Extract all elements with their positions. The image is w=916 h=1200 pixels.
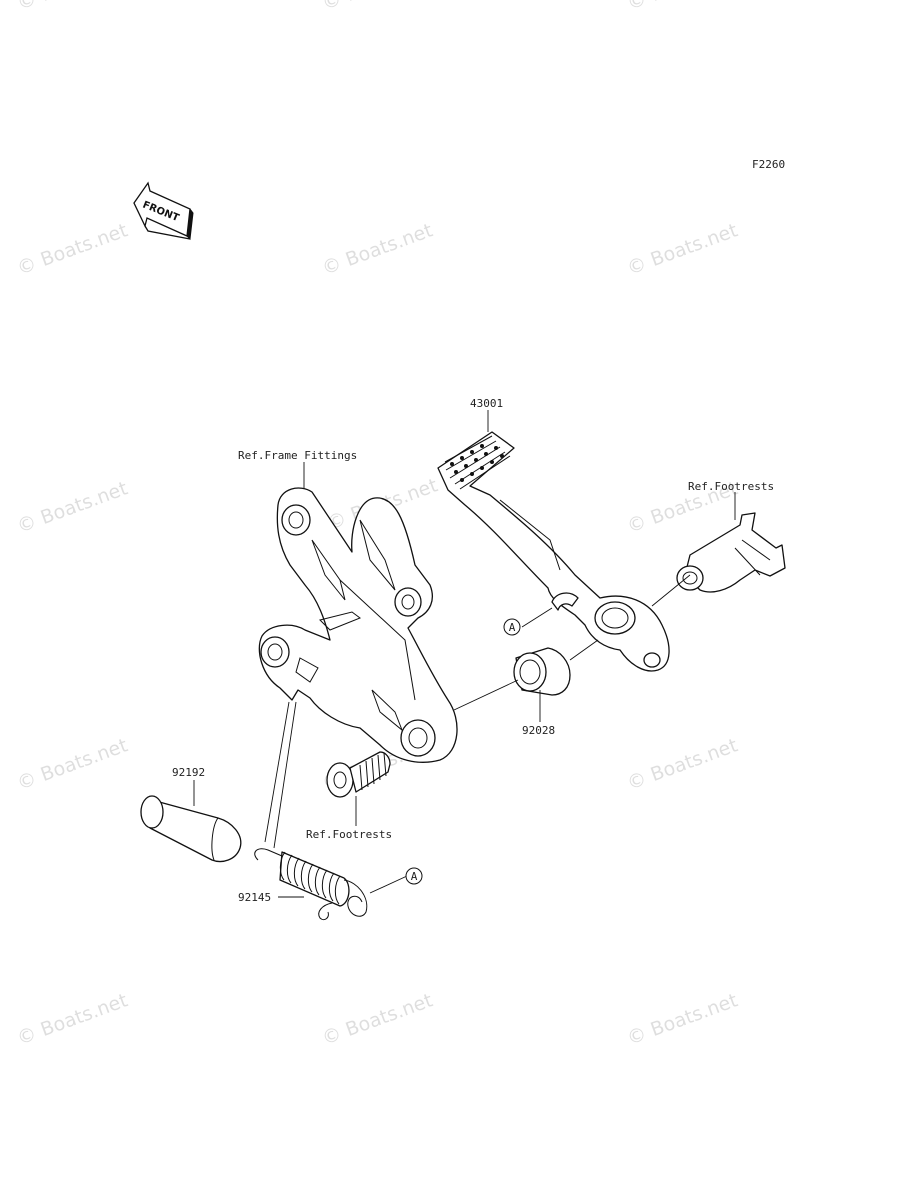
front-arrow-icon: FRONT bbox=[133, 181, 194, 241]
callout-92028: 92028 bbox=[522, 724, 555, 737]
collar bbox=[140, 795, 242, 863]
reference-marker-a-bottom: A bbox=[405, 867, 423, 885]
callout-ref-footrests-bottom: Ref.Footrests bbox=[306, 828, 392, 841]
watermark: © Boats.net bbox=[14, 219, 130, 279]
watermark: © Boats.net bbox=[624, 989, 740, 1049]
figure-code: F2260 bbox=[752, 158, 785, 171]
bushing bbox=[513, 647, 571, 696]
watermark: © Boats.net bbox=[14, 477, 130, 537]
watermark: © Boats.net bbox=[319, 219, 435, 279]
watermark: © Boats.net bbox=[624, 734, 740, 794]
pedal-pivot-shaft bbox=[676, 512, 786, 593]
watermark: © Boats.net bbox=[319, 989, 435, 1049]
callout-43001: 43001 bbox=[470, 397, 503, 410]
watermark: © Boats.net bbox=[14, 989, 130, 1049]
callout-ref-frame-fittings: Ref.Frame Fittings bbox=[238, 449, 357, 462]
callout-92192: 92192 bbox=[172, 766, 205, 779]
brake-pedal bbox=[437, 431, 670, 672]
return-spring bbox=[254, 848, 368, 921]
callout-ref-footrests-top: Ref.Footrests bbox=[688, 480, 774, 493]
watermark: © Boats.net bbox=[624, 0, 740, 15]
ref-a-bottom-label: A bbox=[411, 870, 418, 883]
pivot-bolt bbox=[326, 751, 391, 798]
watermark: © Boats.net bbox=[624, 219, 740, 279]
reference-marker-a-top: A bbox=[503, 618, 521, 636]
leader-lines bbox=[193, 410, 736, 898]
footrest-bracket bbox=[258, 487, 458, 763]
ref-a-top-label: A bbox=[509, 621, 516, 634]
watermark: © Boats.net bbox=[14, 0, 130, 15]
watermark: © Boats.net bbox=[14, 734, 130, 794]
watermark: © Boats.net bbox=[319, 0, 435, 15]
callout-92145: 92145 bbox=[238, 891, 271, 904]
